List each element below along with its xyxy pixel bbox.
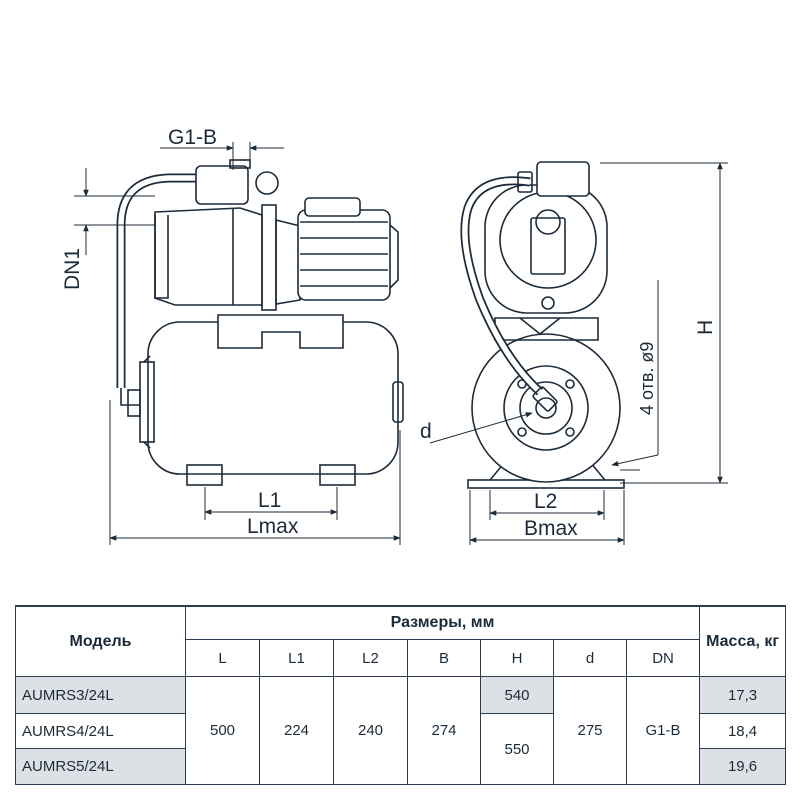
side-view-dimensions (74, 142, 401, 545)
table-row: AUMRS3/24L 500 224 240 274 540 275 G1-B … (15, 676, 787, 785)
label-holes: 4 отв. ø9 (637, 342, 657, 415)
label-l1: L1 (258, 489, 281, 512)
table-row: AUMRS5/24L 19,6 (15, 748, 787, 785)
value-l: 500 (185, 676, 260, 785)
label-d: d (420, 420, 432, 443)
pump-side-view (116, 159, 404, 486)
model-cell: AUMRS5/24L (15, 748, 186, 785)
label-h: H (694, 320, 717, 335)
value-l1: 224 (259, 676, 334, 785)
pump-technical-drawing: G1-B DN1 L1 Lmax d H 4 отв. ø9 L2 Bmax (61, 126, 728, 545)
table-row: AUMRS4/24L 550 18,4 (15, 713, 787, 785)
mass-cell: 17,3 (699, 676, 787, 715)
column-header-l: L (185, 638, 260, 678)
model-cell: AUMRS3/24L (15, 676, 186, 715)
label-dn1: DN1 (61, 248, 84, 290)
value-h: 540 (480, 676, 554, 715)
front-view-dimensions (429, 162, 728, 545)
column-header-h: H (480, 638, 554, 678)
value-d: 275 (553, 676, 627, 785)
label-g1b: G1-B (168, 126, 217, 149)
mass-cell: 19,6 (699, 748, 787, 785)
column-header-l2: L2 (333, 638, 408, 678)
mass-header: Масса, кг (699, 605, 787, 678)
column-header-b: B (407, 638, 481, 678)
dimensions-header: Размеры, мм (184, 604, 701, 640)
column-header-l1: L1 (259, 638, 334, 678)
label-lmax: Lmax (247, 515, 299, 538)
model-cell: AUMRS4/24L (15, 713, 186, 750)
pump-front-view (460, 161, 625, 489)
value-l2: 240 (333, 676, 408, 785)
specifications-table: Модель Размеры, мм Масса, кг L L1 L2 B H… (15, 604, 787, 785)
label-bmax: Bmax (524, 517, 578, 540)
column-header-d: d (553, 638, 627, 678)
mass-cell: 18,4 (699, 713, 787, 750)
column-header-dn: DN (625, 638, 701, 678)
value-h: 550 (480, 713, 554, 785)
model-header: Модель (15, 605, 186, 678)
value-b: 274 (407, 676, 481, 785)
label-l2: L2 (534, 490, 557, 513)
value-dn: G1-B (625, 676, 701, 785)
